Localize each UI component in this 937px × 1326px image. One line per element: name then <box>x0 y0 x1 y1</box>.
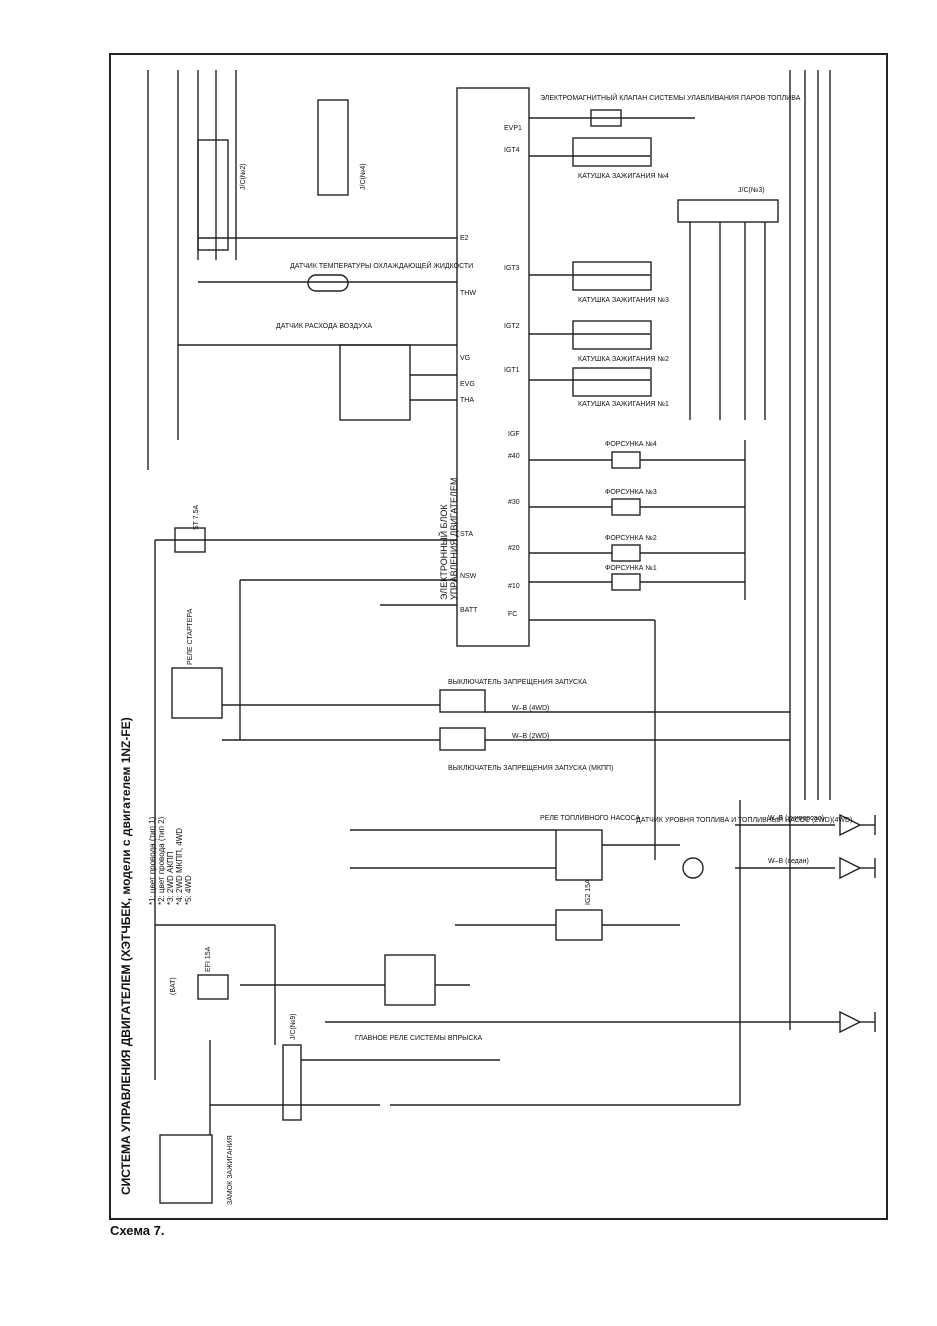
pin-vg: VG <box>460 355 470 362</box>
inj3-label: ФОРСУНКА №3 <box>605 489 657 496</box>
ecu-body <box>456 87 530 647</box>
jc-no3-label: J/C(№3) <box>738 187 765 194</box>
coil1-label: КАТУШКА ЗАЖИГАНИЯ №1 <box>578 401 669 408</box>
pin-30: #30 <box>508 499 520 506</box>
ecu-label-2: УПРАВЛЕНИЯ ДВИГАТЕЛЕМ <box>449 478 459 600</box>
jc-no4-label: J/C(№4) <box>360 163 367 190</box>
diagram-title: СИСТЕМА УПРАВЛЕНИЯ ДВИГАТЕЛЕМ (ХЭТЧБЕК, … <box>119 717 133 1195</box>
ignition-switch-label: ЗАМОК ЗАЖИГАНИЯ <box>227 1135 234 1205</box>
note-5: *5: 4WD <box>184 875 193 905</box>
fuse-st-label: ST 7.5A <box>193 505 200 530</box>
ground-universal-label: W–B (универсал) <box>768 815 824 822</box>
pin-nsw: NSW <box>460 573 477 580</box>
coil2-label: КАТУШКА ЗАЖИГАНИЯ №2 <box>578 356 669 363</box>
pin-e2: E2 <box>460 235 469 242</box>
wire-2wd-label: W–B (2WD) <box>512 733 549 740</box>
ecu-label-1: ЭЛЕКТРОННЫЙ БЛОК <box>438 504 449 600</box>
jc-no9-label: J/C(№9) <box>290 1013 297 1040</box>
coil4-label: КАТУШКА ЗАЖИГАНИЯ №4 <box>578 173 669 180</box>
jc-no2-label: J/C(№2) <box>240 163 247 190</box>
wire-4wd-label: W–B (4WD) <box>512 705 549 712</box>
note-4: *4: 2WD МКПП, 4WD <box>175 828 184 905</box>
fuse-bat-label: (BAT) <box>170 977 177 995</box>
figure-caption: Схема 7. <box>110 1223 165 1238</box>
inj2-label: ФОРСУНКА №2 <box>605 535 657 542</box>
coolant-sensor-label: ДАТЧИК ТЕМПЕРАТУРЫ ОХЛАЖДАЮЩЕЙ ЖИДКОСТИ <box>290 261 473 270</box>
fuel-level-label: ДАТЧИК УРОВНЯ ТОПЛИВА И ТОПЛИВНЫЙ НАСОС … <box>636 815 852 824</box>
inj1-label: ФОРСУНКА №1 <box>605 565 657 572</box>
pin-sta: STA <box>460 531 473 538</box>
pin-40: #40 <box>508 453 520 460</box>
pin-igt1: IGT1 <box>504 367 520 374</box>
pin-thw: THW <box>460 290 476 297</box>
ground-sedan-label: W–B (седан) <box>768 858 809 865</box>
pin-tha: THA <box>460 397 474 404</box>
coil3-label: КАТУШКА ЗАЖИГАНИЯ №3 <box>578 297 669 304</box>
pin-evg: EVG <box>460 381 475 388</box>
pin-igt3: IGT3 <box>504 265 520 272</box>
purge-valve-label: ЭЛЕКТРОМАГНИТНЫЙ КЛАПАН СИСТЕМЫ УЛАВЛИВА… <box>540 93 801 102</box>
pin-10: #10 <box>508 583 520 590</box>
start-inhibit-mt-label: ВЫКЛЮЧАТЕЛЬ ЗАПРЕЩЕНИЯ ЗАПУСКА (МКПП) <box>448 765 613 772</box>
pin-igt2: IGT2 <box>504 323 520 330</box>
note-3: *3: 2WD АКПП <box>166 851 175 905</box>
pin-igf: IGF <box>508 431 520 438</box>
pin-batt: BATT <box>460 607 478 614</box>
start-relay-label: РЕЛЕ СТАРТЕРА <box>187 608 194 665</box>
fuse-efi-label: EFI 15A <box>205 946 212 972</box>
inj4-label: ФОРСУНКА №4 <box>605 441 657 448</box>
pin-igt4: IGT4 <box>504 147 520 154</box>
fuse-ig2-label: IG2 15A <box>585 879 592 905</box>
pin-20: #20 <box>508 545 520 552</box>
diagram-frame <box>109 53 888 1220</box>
note-1: *1: цвет провода (тип 1) <box>148 816 157 905</box>
pin-evp1: EVP1 <box>504 125 522 132</box>
pin-fc: FC <box>508 611 517 618</box>
main-relay-label: ГЛАВНОЕ РЕЛЕ СИСТЕМЫ ВПРЫСКА <box>355 1035 483 1042</box>
note-2: *2: цвет провода (тип 2) <box>157 816 166 905</box>
start-inhibit-at-label: ВЫКЛЮЧАТЕЛЬ ЗАПРЕЩЕНИЯ ЗАПУСКА <box>448 679 587 686</box>
airflow-sensor-label: ДАТЧИК РАСХОДА ВОЗДУХА <box>276 323 372 330</box>
fuel-pump-relay-label: РЕЛЕ ТОПЛИВНОГО НАСОСА <box>540 815 640 822</box>
